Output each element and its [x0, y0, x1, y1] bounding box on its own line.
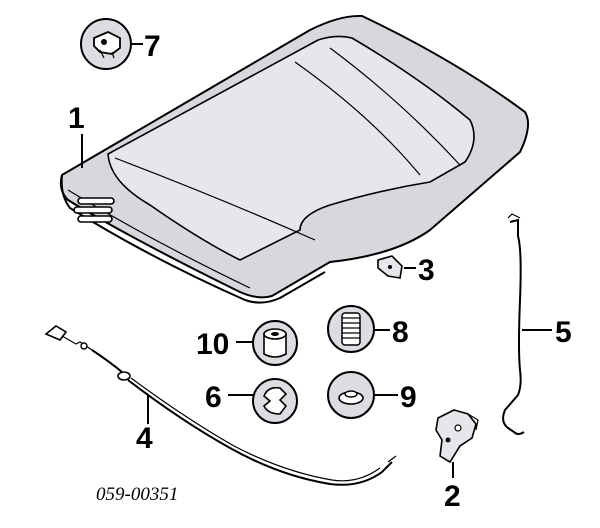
hood-vent-slots — [73, 197, 115, 223]
hood-panel[interactable] — [59, 14, 530, 304]
callout-10: 10 — [196, 328, 229, 361]
part-7-clip[interactable] — [80, 18, 132, 70]
callout-9: 9 — [400, 381, 417, 414]
part-3-bracket[interactable] — [377, 255, 403, 279]
diagram-id: 059-00351 — [96, 484, 178, 505]
part-10-bushing[interactable] — [252, 320, 298, 366]
callout-6: 6 — [205, 381, 222, 414]
part-5-support-rod[interactable] — [502, 213, 525, 435]
callout-4: 4 — [136, 422, 153, 455]
callout-7: 7 — [144, 30, 161, 63]
callout-2: 2 — [444, 480, 461, 513]
part-9-bumper[interactable] — [327, 371, 375, 419]
part-2-hood-latch[interactable] — [435, 409, 479, 464]
callout-5: 5 — [555, 316, 572, 349]
part-8-spring[interactable] — [327, 305, 375, 353]
callout-8: 8 — [392, 316, 409, 349]
callout-1: 1 — [68, 102, 85, 135]
part-4-release-cable[interactable] — [44, 325, 397, 486]
callout-3: 3 — [418, 254, 435, 287]
part-6-cable-clip[interactable] — [252, 378, 298, 424]
